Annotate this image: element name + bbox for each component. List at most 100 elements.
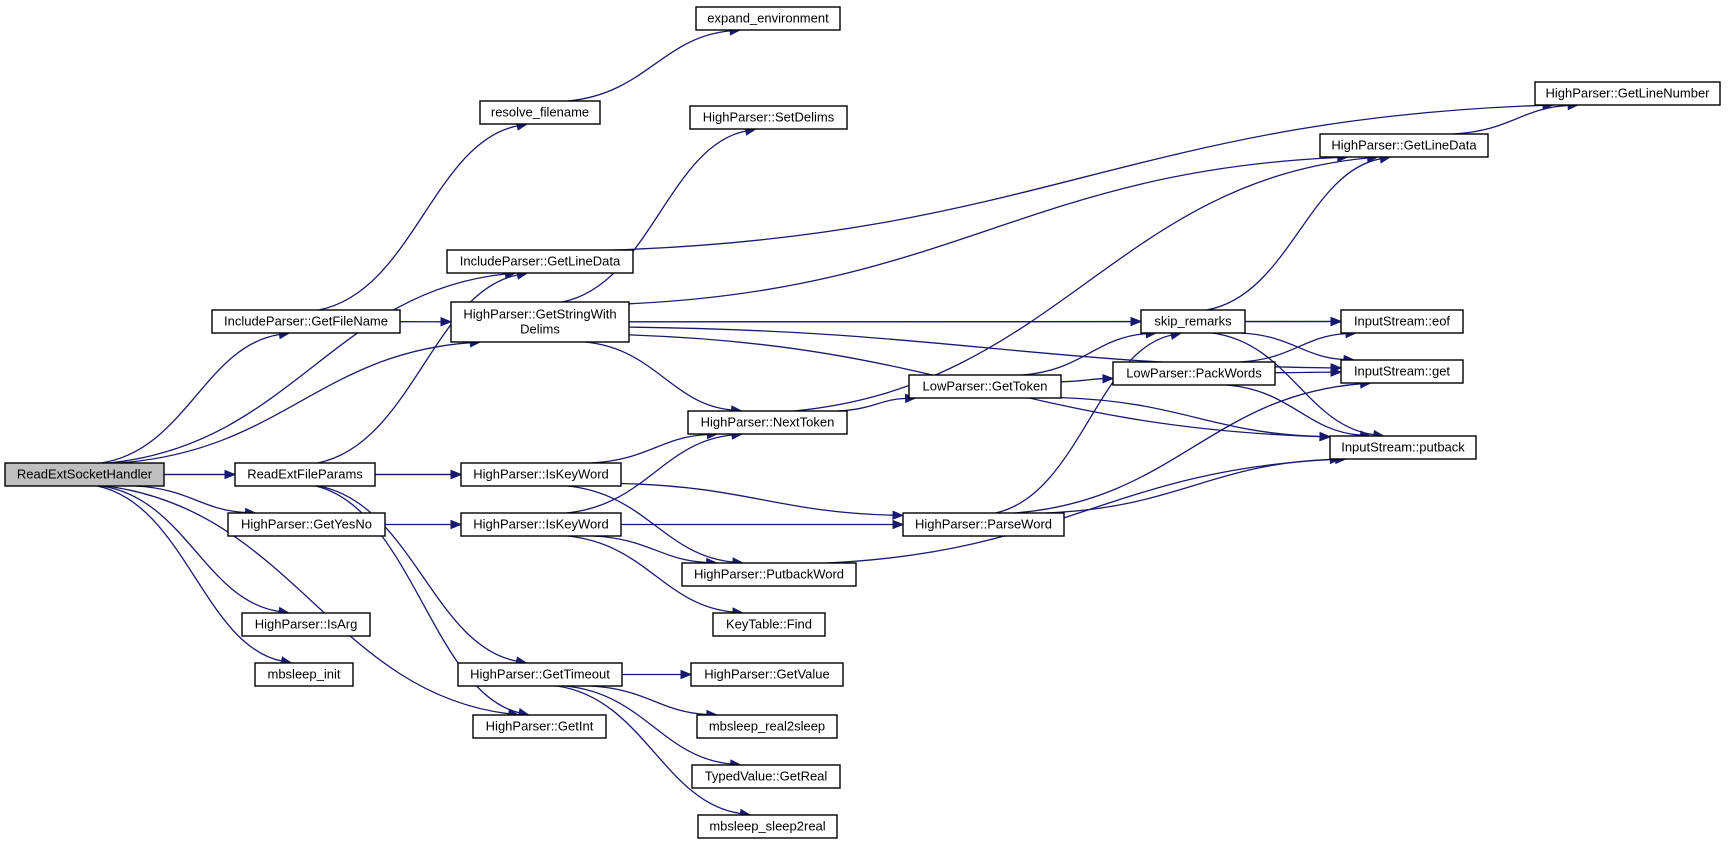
node-box: [1319, 133, 1489, 158]
edge-line: [591, 433, 708, 464]
node-box: [681, 562, 857, 587]
node-box: [696, 714, 838, 739]
edge-line: [318, 125, 518, 311]
node-label: HighParser::SetDelims: [703, 110, 835, 125]
node-label: HighParser::IsKeyWord: [473, 467, 609, 482]
node-label: HighParser::GetLineNumber: [1545, 86, 1710, 101]
function-nodes: ReadExtSocketHandler IncludeParser::GetFi…: [4, 6, 1721, 839]
node-box: [457, 662, 623, 687]
node-highparser-nexttoken[interactable]: HighParser::NextToken: [687, 410, 848, 435]
node-mbsleep-real2sleep[interactable]: mbsleep_real2sleep: [696, 714, 838, 739]
node-box: [241, 612, 371, 637]
node-highparser-getlinenumber[interactable]: HighParser::GetLineNumber: [1534, 81, 1721, 106]
node-expand-environment[interactable]: expand_environment: [695, 6, 841, 31]
edge-line: [565, 685, 731, 765]
node-highparser-getvalue[interactable]: HighParser::GetValue: [690, 662, 844, 687]
edge-highparser-putbackword-to-inputstream-putback: [826, 454, 1347, 564]
edge-resolve-filename-to-expand-environment: [567, 26, 742, 102]
edge-line: [96, 485, 282, 662]
node-highparser-iskeyword-2[interactable]: HighParser::IsKeyWord: [460, 512, 622, 537]
arrow-head-icon: [1319, 431, 1332, 442]
node-box: [687, 410, 848, 435]
node-box: [1340, 309, 1464, 334]
edge-line: [562, 130, 746, 303]
node-highparser-setdelims[interactable]: HighParser::SetDelims: [689, 105, 848, 130]
node-label: HighParser::NextToken: [701, 415, 835, 430]
node-highparser-putbackword[interactable]: HighParser::PutbackWord: [681, 562, 857, 587]
edge-lowparser-packwords-to-inputstream-get: [1274, 367, 1343, 377]
edge-line: [317, 274, 518, 464]
node-label: HighParser::IsArg: [255, 617, 358, 632]
node-typedvalue-getreal[interactable]: TypedValue::GetReal: [691, 764, 841, 789]
node-box: [211, 309, 401, 334]
node-skip-remarks[interactable]: skip_remarks: [1140, 309, 1246, 334]
node-box: [1140, 309, 1246, 334]
node-box: [450, 301, 630, 343]
edge-readextsockethandler-to-includeparser-getlinedata: [109, 269, 517, 464]
edge-line: [318, 485, 517, 662]
edge-line: [1060, 396, 1321, 438]
edge-readextsockethandler-to-highparser-getyesno: [135, 485, 257, 518]
node-label: resolve_filename: [491, 105, 589, 120]
node-label: HighParser::ParseWord: [915, 517, 1052, 532]
arrow-head-icon: [450, 469, 463, 480]
edge-line: [109, 273, 506, 464]
arrow-head-icon: [450, 519, 463, 530]
node-resolve-filename[interactable]: resolve_filename: [479, 100, 601, 125]
node-box: [1340, 359, 1464, 384]
node-box: [472, 714, 607, 739]
node-inputstream-eof[interactable]: InputStream::eof: [1340, 309, 1464, 334]
node-label: ReadExtSocketHandler: [17, 467, 153, 482]
arrow-head-icon: [1330, 316, 1343, 327]
arrow-head-icon: [1130, 316, 1143, 327]
arrow-head-icon: [892, 519, 905, 530]
edge-highparser-getstringwithdelims-to-highparser-setdelims: [562, 126, 758, 303]
node-label: HighParser::GetInt: [486, 719, 594, 734]
node-label: ReadExtFileParams: [247, 467, 363, 482]
arrow-head-icon: [440, 317, 453, 327]
edge-line: [826, 458, 1336, 564]
edge-readextfileparams-to-includeparser-getlinedata: [317, 270, 529, 464]
node-readextfileparams[interactable]: ReadExtFileParams: [234, 462, 376, 487]
node-readextsockethandler[interactable]: ReadExtSocketHandler: [4, 462, 165, 487]
node-highparser-isarg[interactable]: HighParser::IsArg: [241, 612, 371, 637]
edge-line: [836, 397, 906, 412]
edge-highparser-gettimeout-to-mbsleep-sleep2real: [557, 685, 752, 819]
edge-skip-remarks-to-inputstream-eof: [1245, 316, 1343, 327]
node-highparser-getint[interactable]: HighParser::GetInt: [472, 714, 607, 739]
node-includeparser-getfilename[interactable]: IncludeParser::GetFileName: [211, 309, 401, 334]
node-lowparser-packwords[interactable]: LowParser::PackWords: [1112, 361, 1276, 386]
node-includeparser-getlinedata[interactable]: IncludeParser::GetLineData: [446, 249, 634, 274]
edge-line: [1453, 104, 1569, 135]
edge-line: [118, 342, 471, 464]
node-mbsleep-sleep2real[interactable]: mbsleep_sleep2real: [697, 814, 838, 839]
edge-highparser-iskeyword-2-to-highparser-putbackword: [593, 535, 718, 568]
node-box: [691, 764, 841, 789]
node-mbsleep-init[interactable]: mbsleep_init: [254, 662, 354, 687]
edge-highparser-getstringwithdelims-to-highparser-getlinedata: [628, 152, 1350, 305]
edge-line: [101, 333, 280, 464]
node-label: IncludeParser::GetLineData: [460, 254, 621, 269]
node-inputstream-putback[interactable]: InputStream::putback: [1329, 435, 1477, 460]
edge-line: [1014, 383, 1361, 514]
node-highparser-parseword[interactable]: HighParser::ParseWord: [902, 512, 1065, 537]
node-highparser-getlinedata[interactable]: HighParser::GetLineData: [1319, 133, 1489, 158]
node-label: expand_environment: [707, 11, 829, 26]
edge-line: [1226, 384, 1361, 436]
edge-highparser-getstringwithdelims-to-highparser-nexttoken: [585, 341, 743, 415]
edge-highparser-iskeyword-1-to-highparser-parseword: [620, 482, 905, 520]
edge-highparser-parseword-to-inputstream-get: [1014, 379, 1372, 514]
arrow-head-icon: [1330, 367, 1343, 377]
node-box: [902, 512, 1065, 537]
node-lowparser-gettoken[interactable]: LowParser::GetToken: [908, 374, 1062, 399]
node-box: [690, 662, 844, 687]
edge-lowparser-packwords-to-inputstream-putback: [1226, 384, 1372, 440]
node-keytable-find[interactable]: KeyTable::Find: [712, 612, 826, 637]
edge-highparser-gettimeout-to-highparser-getvalue: [622, 669, 693, 680]
node-highparser-getyesno[interactable]: HighParser::GetYesNo: [227, 512, 386, 537]
node-highparser-iskeyword-1[interactable]: HighParser::IsKeyWord: [460, 462, 622, 487]
node-inputstream-get[interactable]: InputStream::get: [1340, 359, 1464, 384]
node-highparser-gettimeout[interactable]: HighParser::GetTimeout: [457, 662, 623, 687]
